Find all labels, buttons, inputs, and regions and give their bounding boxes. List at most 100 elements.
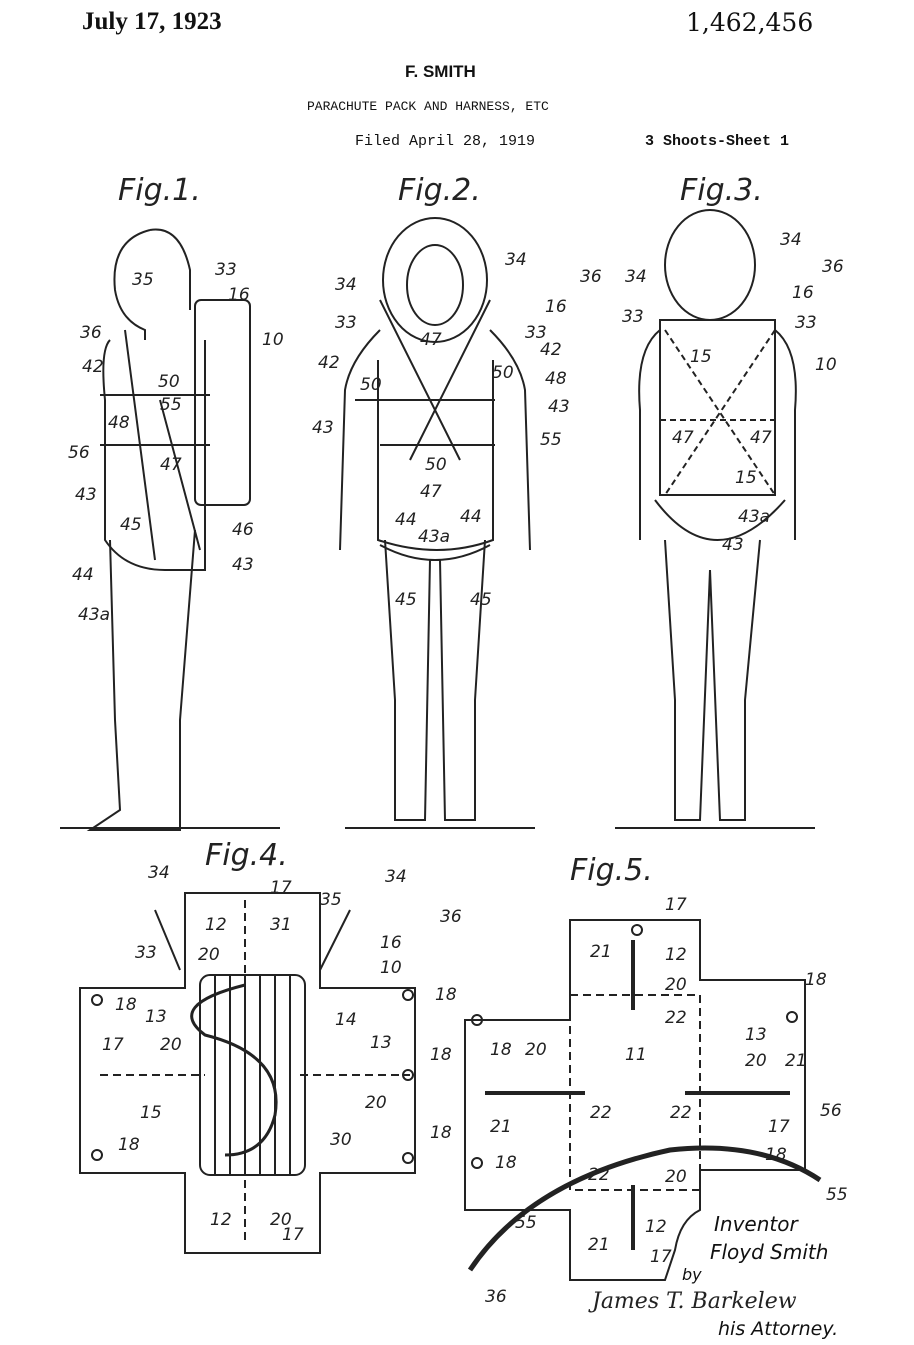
reference-numeral: 36: [822, 257, 844, 277]
reference-numeral: 34: [625, 267, 647, 287]
reference-numeral: 12: [210, 1210, 232, 1230]
reference-numeral: 50: [425, 455, 447, 475]
attorney-label: his Attorney.: [718, 1318, 839, 1340]
figure-label: Fig.3.: [680, 173, 763, 208]
reference-numeral: 45: [395, 590, 417, 610]
reference-numeral: 43: [232, 555, 254, 575]
reference-numeral: 43: [548, 397, 570, 417]
reference-numeral: 16: [228, 285, 250, 305]
reference-numeral: 43a: [418, 527, 450, 547]
reference-numeral: 33: [135, 943, 157, 963]
by-label: by: [682, 1265, 702, 1284]
reference-numeral: 20: [665, 975, 687, 995]
reference-numeral: 50: [158, 372, 180, 392]
reference-numeral: 48: [108, 413, 130, 433]
reference-numeral: 12: [665, 945, 687, 965]
reference-numeral: 22: [590, 1103, 612, 1123]
reference-numeral: 35: [132, 270, 154, 290]
reference-numeral: 43a: [78, 605, 110, 625]
reference-numeral: 31: [270, 915, 292, 935]
inventor-label: Inventor: [714, 1212, 798, 1236]
inventor-name: Floyd Smith: [710, 1240, 829, 1264]
reference-numeral: 33: [335, 313, 357, 333]
reference-numeral: 55: [160, 395, 182, 415]
reference-numeral: 45: [120, 515, 142, 535]
reference-numeral: 17: [282, 1225, 304, 1245]
reference-numeral: 42: [82, 357, 104, 377]
reference-numeral: 18: [430, 1045, 452, 1065]
reference-numeral: 44: [72, 565, 94, 585]
reference-numeral: 21: [785, 1051, 807, 1071]
reference-numeral: 44: [460, 507, 482, 527]
reference-numeral: 36: [485, 1287, 507, 1307]
reference-numeral: 55: [515, 1213, 537, 1233]
reference-numeral: 36: [580, 267, 602, 287]
figure-5-pack-base: [464, 919, 822, 1281]
reference-numeral: 18: [115, 995, 137, 1015]
patent-number: 1,462,456: [686, 8, 814, 37]
reference-numeral: 15: [735, 468, 757, 488]
reference-numeral: 56: [820, 1101, 842, 1121]
reference-numeral: 18: [765, 1145, 787, 1165]
reference-numeral: 34: [335, 275, 357, 295]
reference-numeral: 33: [622, 307, 644, 327]
reference-numeral: 16: [380, 933, 402, 953]
filed-date: Filed April 28, 1919: [355, 133, 536, 150]
figure-4-open-pack: [79, 892, 416, 1254]
reference-numeral: 50: [360, 375, 382, 395]
reference-numeral: 17: [665, 895, 687, 915]
reference-numeral: 34: [505, 250, 527, 270]
reference-numeral: 10: [815, 355, 837, 375]
reference-numeral: 16: [545, 297, 567, 317]
reference-numeral: 15: [140, 1103, 162, 1123]
reference-numeral: 55: [826, 1185, 848, 1205]
reference-numeral: 33: [525, 323, 547, 343]
reference-numeral: 18: [430, 1123, 452, 1143]
reference-numeral: 20: [198, 945, 220, 965]
reference-numeral: 10: [380, 958, 402, 978]
reference-numeral: 43: [312, 418, 334, 438]
patent-title: PARACHUTE PACK AND HARNESS, ETC: [307, 99, 549, 114]
attorney-signature: James T. Barkelew: [592, 1289, 797, 1314]
reference-numeral: 13: [145, 1007, 167, 1027]
reference-numeral: 16: [792, 283, 814, 303]
reference-numeral: 18: [435, 985, 457, 1005]
reference-numeral: 21: [590, 942, 612, 962]
figure-2-front-view: [339, 217, 535, 829]
reference-numeral: 47: [420, 482, 442, 502]
reference-numeral: 20: [525, 1040, 547, 1060]
sheet-number: 3 Shoots-Sheet 1: [645, 133, 790, 150]
patent-date: July 17, 1923: [82, 8, 222, 35]
reference-numeral: 30: [330, 1130, 352, 1150]
reference-numeral: 10: [262, 330, 284, 350]
reference-numeral: 17: [768, 1117, 790, 1137]
reference-numeral: 43a: [738, 507, 770, 527]
reference-numeral: 17: [102, 1035, 124, 1055]
reference-numeral: 18: [490, 1040, 512, 1060]
reference-numeral: 33: [795, 313, 817, 333]
reference-numeral: 47: [420, 330, 442, 350]
reference-numeral: 21: [588, 1235, 610, 1255]
reference-numeral: 34: [385, 867, 407, 887]
reference-numeral: 13: [370, 1033, 392, 1053]
reference-numeral: 36: [80, 323, 102, 343]
reference-numeral: 15: [690, 347, 712, 367]
reference-numeral: 55: [540, 430, 562, 450]
reference-numeral: 18: [805, 970, 827, 990]
reference-numeral: 20: [160, 1035, 182, 1055]
figure-label: Fig.5.: [570, 853, 653, 888]
figure-label: Fig.4.: [205, 838, 288, 873]
reference-numeral: 20: [665, 1167, 687, 1187]
reference-numeral: 56: [68, 443, 90, 463]
reference-numeral: 18: [118, 1135, 140, 1155]
reference-numeral: 47: [672, 428, 694, 448]
reference-numeral: 43: [75, 485, 97, 505]
reference-numeral: 20: [270, 1210, 292, 1230]
reference-numeral: 47: [750, 428, 772, 448]
reference-numeral: 13: [745, 1025, 767, 1045]
reference-numeral: 11: [625, 1045, 647, 1065]
inventor-header: F. SMITH: [405, 62, 476, 81]
reference-numeral: 33: [215, 260, 237, 280]
reference-numeral: 35: [320, 890, 342, 910]
reference-numeral: 45: [470, 590, 492, 610]
